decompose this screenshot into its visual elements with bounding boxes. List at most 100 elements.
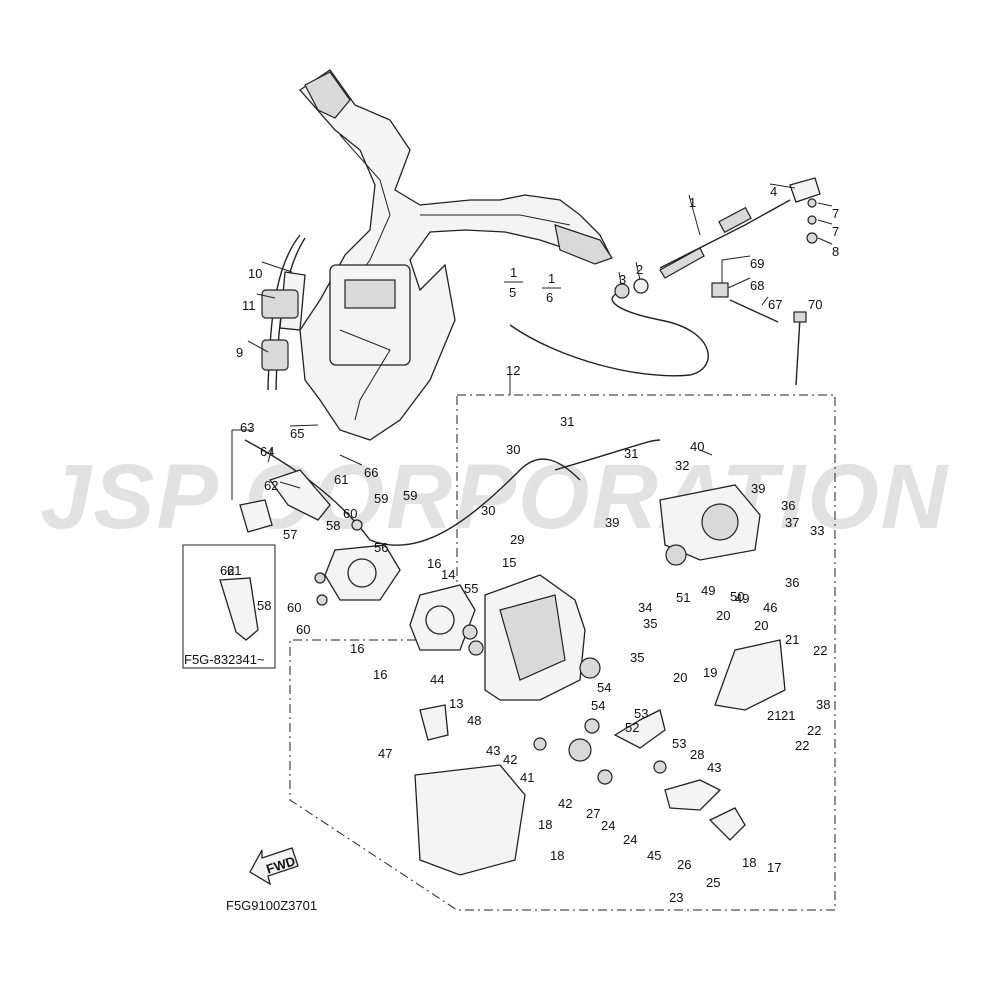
callout-number: 15 bbox=[502, 555, 516, 570]
callout-number: 65 bbox=[290, 426, 304, 441]
handlebar-assembly bbox=[299, 69, 613, 441]
throttle-cable-parts bbox=[614, 177, 821, 386]
callout-number: 20 bbox=[754, 618, 768, 633]
callout-number: 31 bbox=[624, 446, 638, 461]
callout-number: 49 bbox=[735, 591, 749, 606]
callout-number: 7 bbox=[832, 224, 839, 239]
callout-number: 18 bbox=[538, 817, 552, 832]
callout-number: 56 bbox=[374, 540, 388, 555]
svg-text:5: 5 bbox=[509, 285, 516, 300]
callout-number: 22 bbox=[807, 723, 821, 738]
callout-number: 62 bbox=[220, 563, 234, 578]
callout-number: 48 bbox=[467, 713, 481, 728]
leader-line bbox=[618, 271, 622, 285]
callout-number: 42 bbox=[558, 796, 572, 811]
leader-line bbox=[688, 194, 701, 236]
callout-number: 43 bbox=[486, 743, 500, 758]
callout-number: 38 bbox=[816, 697, 830, 712]
leader-line bbox=[247, 340, 269, 353]
callout-number: 62 bbox=[264, 478, 278, 493]
callout-number: 39 bbox=[751, 481, 765, 496]
callout-number: 46 bbox=[763, 600, 777, 615]
callout-number: 58 bbox=[257, 598, 271, 613]
callout-number: 18 bbox=[742, 855, 756, 870]
callout-number: 43 bbox=[707, 760, 721, 775]
callout-number: 20 bbox=[673, 670, 687, 685]
callout-number: 3 bbox=[619, 272, 626, 287]
callout-number: 41 bbox=[520, 770, 534, 785]
fraction-label-5: 1 5 bbox=[504, 265, 523, 300]
cover bbox=[414, 764, 526, 876]
callout-number: 16 bbox=[373, 667, 387, 682]
leader-line bbox=[261, 261, 293, 273]
callout-number: 61 bbox=[334, 472, 348, 487]
callout-number: 18 bbox=[550, 848, 564, 863]
callout-number: 27 bbox=[586, 806, 600, 821]
leader-line bbox=[817, 237, 833, 245]
fraction-label-6: 1 6 bbox=[542, 271, 561, 305]
callout-number: 30 bbox=[506, 442, 520, 457]
callout-number: 51 bbox=[676, 590, 690, 605]
leader-line bbox=[267, 447, 273, 463]
callout-number: 40 bbox=[690, 439, 704, 454]
callout-number: 60 bbox=[296, 622, 310, 637]
leader-line bbox=[699, 449, 713, 456]
callout-number: 42 bbox=[503, 752, 517, 767]
callout-number: 4 bbox=[770, 184, 777, 199]
callout-number: 31 bbox=[560, 414, 574, 429]
callout-number: 57 bbox=[283, 527, 297, 542]
leader-line bbox=[289, 424, 319, 427]
callout-number: 35 bbox=[630, 650, 644, 665]
watermark-text: JSP CORPORATION bbox=[40, 446, 950, 548]
leader-line bbox=[817, 219, 833, 225]
callout-number: 9 bbox=[236, 345, 243, 360]
callout-number: 36 bbox=[785, 575, 799, 590]
callout-number: 61 bbox=[227, 563, 241, 578]
leader-line bbox=[727, 277, 751, 289]
callout-number: 37 bbox=[785, 515, 799, 530]
callout-number: 12 bbox=[506, 363, 520, 378]
leader-line bbox=[761, 296, 769, 306]
leader-line bbox=[635, 261, 641, 281]
callout-number: 33 bbox=[810, 523, 824, 538]
callout-number: 23 bbox=[669, 890, 683, 905]
callout-number: 21 bbox=[781, 708, 795, 723]
fwd-arrow-icon: FWD bbox=[249, 847, 299, 886]
inset-label: F5G-832341~ bbox=[184, 652, 265, 667]
callout-number: 70 bbox=[808, 297, 822, 312]
callout-number: 24 bbox=[601, 818, 615, 833]
callout-number: 19 bbox=[703, 665, 717, 680]
callout-number: 35 bbox=[643, 616, 657, 631]
callout-number: 45 bbox=[647, 848, 661, 863]
callout-number: 58 bbox=[326, 518, 340, 533]
callout-number: 60 bbox=[343, 506, 357, 521]
callout-number: 7 bbox=[832, 206, 839, 221]
callout-number: 30 bbox=[481, 503, 495, 518]
callout-number: 39 bbox=[605, 515, 619, 530]
svg-text:1: 1 bbox=[548, 271, 555, 286]
callout-number: 13 bbox=[449, 696, 463, 711]
leader-line bbox=[769, 183, 796, 189]
callout-number: 1 bbox=[689, 195, 696, 210]
callout-number: 14 bbox=[441, 567, 455, 582]
callout-number: 47 bbox=[378, 746, 392, 761]
callout-number: 2 bbox=[636, 262, 643, 277]
diagram-code: F5G9100Z3701 bbox=[226, 898, 317, 913]
shift-control-housing bbox=[219, 469, 786, 876]
callout-number: 8 bbox=[832, 244, 839, 259]
callout-number: 54 bbox=[597, 680, 611, 695]
leader-lines bbox=[231, 183, 833, 500]
callout-number: 25 bbox=[706, 875, 720, 890]
callout-number: 50 bbox=[730, 589, 744, 604]
callout-number: 34 bbox=[638, 600, 652, 615]
callout-number: 55 bbox=[464, 581, 478, 596]
callout-number: 60 bbox=[287, 600, 301, 615]
callout-number: 22 bbox=[813, 643, 827, 658]
callout-number: 54 bbox=[591, 698, 605, 713]
callout-number: 53 bbox=[672, 736, 686, 751]
callout-number: 63 bbox=[240, 420, 254, 435]
callout-number: 53 bbox=[634, 706, 648, 721]
leader-line bbox=[339, 454, 363, 466]
